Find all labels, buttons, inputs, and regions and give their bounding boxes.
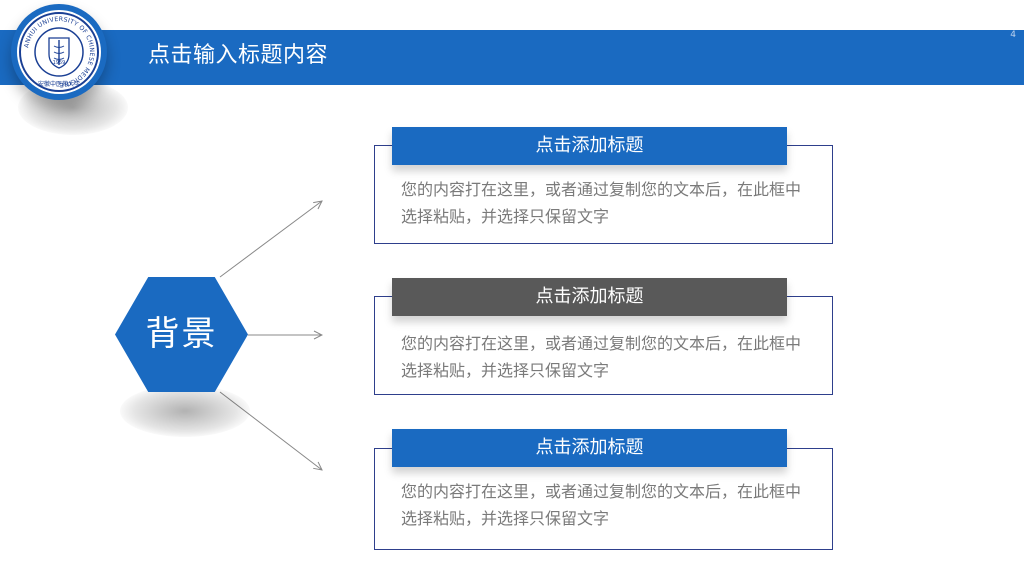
card-body-text[interactable]: 您的内容打在这里，或者通过复制您的文本后，在此框中 选择粘贴，并选择只保留文字: [401, 330, 831, 384]
svg-text:1959: 1959: [53, 60, 66, 66]
card-body-line: 您的内容打在这里，或者通过复制您的文本后，在此框中: [401, 180, 802, 199]
hexagon-label[interactable]: 背景: [145, 314, 218, 354]
header-bar: [0, 30, 1024, 85]
hexagon-shadow: [120, 385, 250, 437]
card-body-text[interactable]: 您的内容打在这里，或者通过复制您的文本后，在此框中 选择粘贴，并选择只保留文字: [401, 176, 831, 230]
slide-title[interactable]: 点击输入标题内容: [148, 43, 329, 68]
card-body-text[interactable]: 您的内容打在这里，或者通过复制您的文本后，在此框中 选择粘贴，并选择只保留文字: [401, 478, 831, 532]
card-body-line: 选择粘贴，并选择只保留文字: [401, 207, 610, 226]
logo-emblem: ANHUI UNIVERSITY OF CHINESE MEDICINE 195…: [17, 10, 101, 94]
page-number: 4: [1010, 30, 1016, 40]
card-title-1[interactable]: 点击添加标题: [392, 127, 787, 165]
card-body-line: 您的内容打在这里，或者通过复制您的文本后，在此框中: [401, 482, 802, 501]
card-title-2[interactable]: 点击添加标题: [392, 278, 787, 316]
card-title-3[interactable]: 点击添加标题: [392, 429, 787, 467]
card-body-line: 选择粘贴，并选择只保留文字: [401, 509, 610, 528]
svg-text:安徽中医药大学: 安徽中医药大学: [38, 80, 80, 88]
university-logo: ANHUI UNIVERSITY OF CHINESE MEDICINE 195…: [11, 4, 107, 100]
university-seal-icon: ANHUI UNIVERSITY OF CHINESE MEDICINE 195…: [19, 12, 99, 92]
connector-arrow-bottom: [219, 391, 322, 470]
content-card-2[interactable]: 您的内容打在这里，或者通过复制您的文本后，在此框中 选择粘贴，并选择只保留文字: [374, 296, 833, 395]
connector-arrow-top: [219, 201, 322, 278]
card-body-line: 您的内容打在这里，或者通过复制您的文本后，在此框中: [401, 334, 802, 353]
card-body-line: 选择粘贴，并选择只保留文字: [401, 361, 610, 380]
